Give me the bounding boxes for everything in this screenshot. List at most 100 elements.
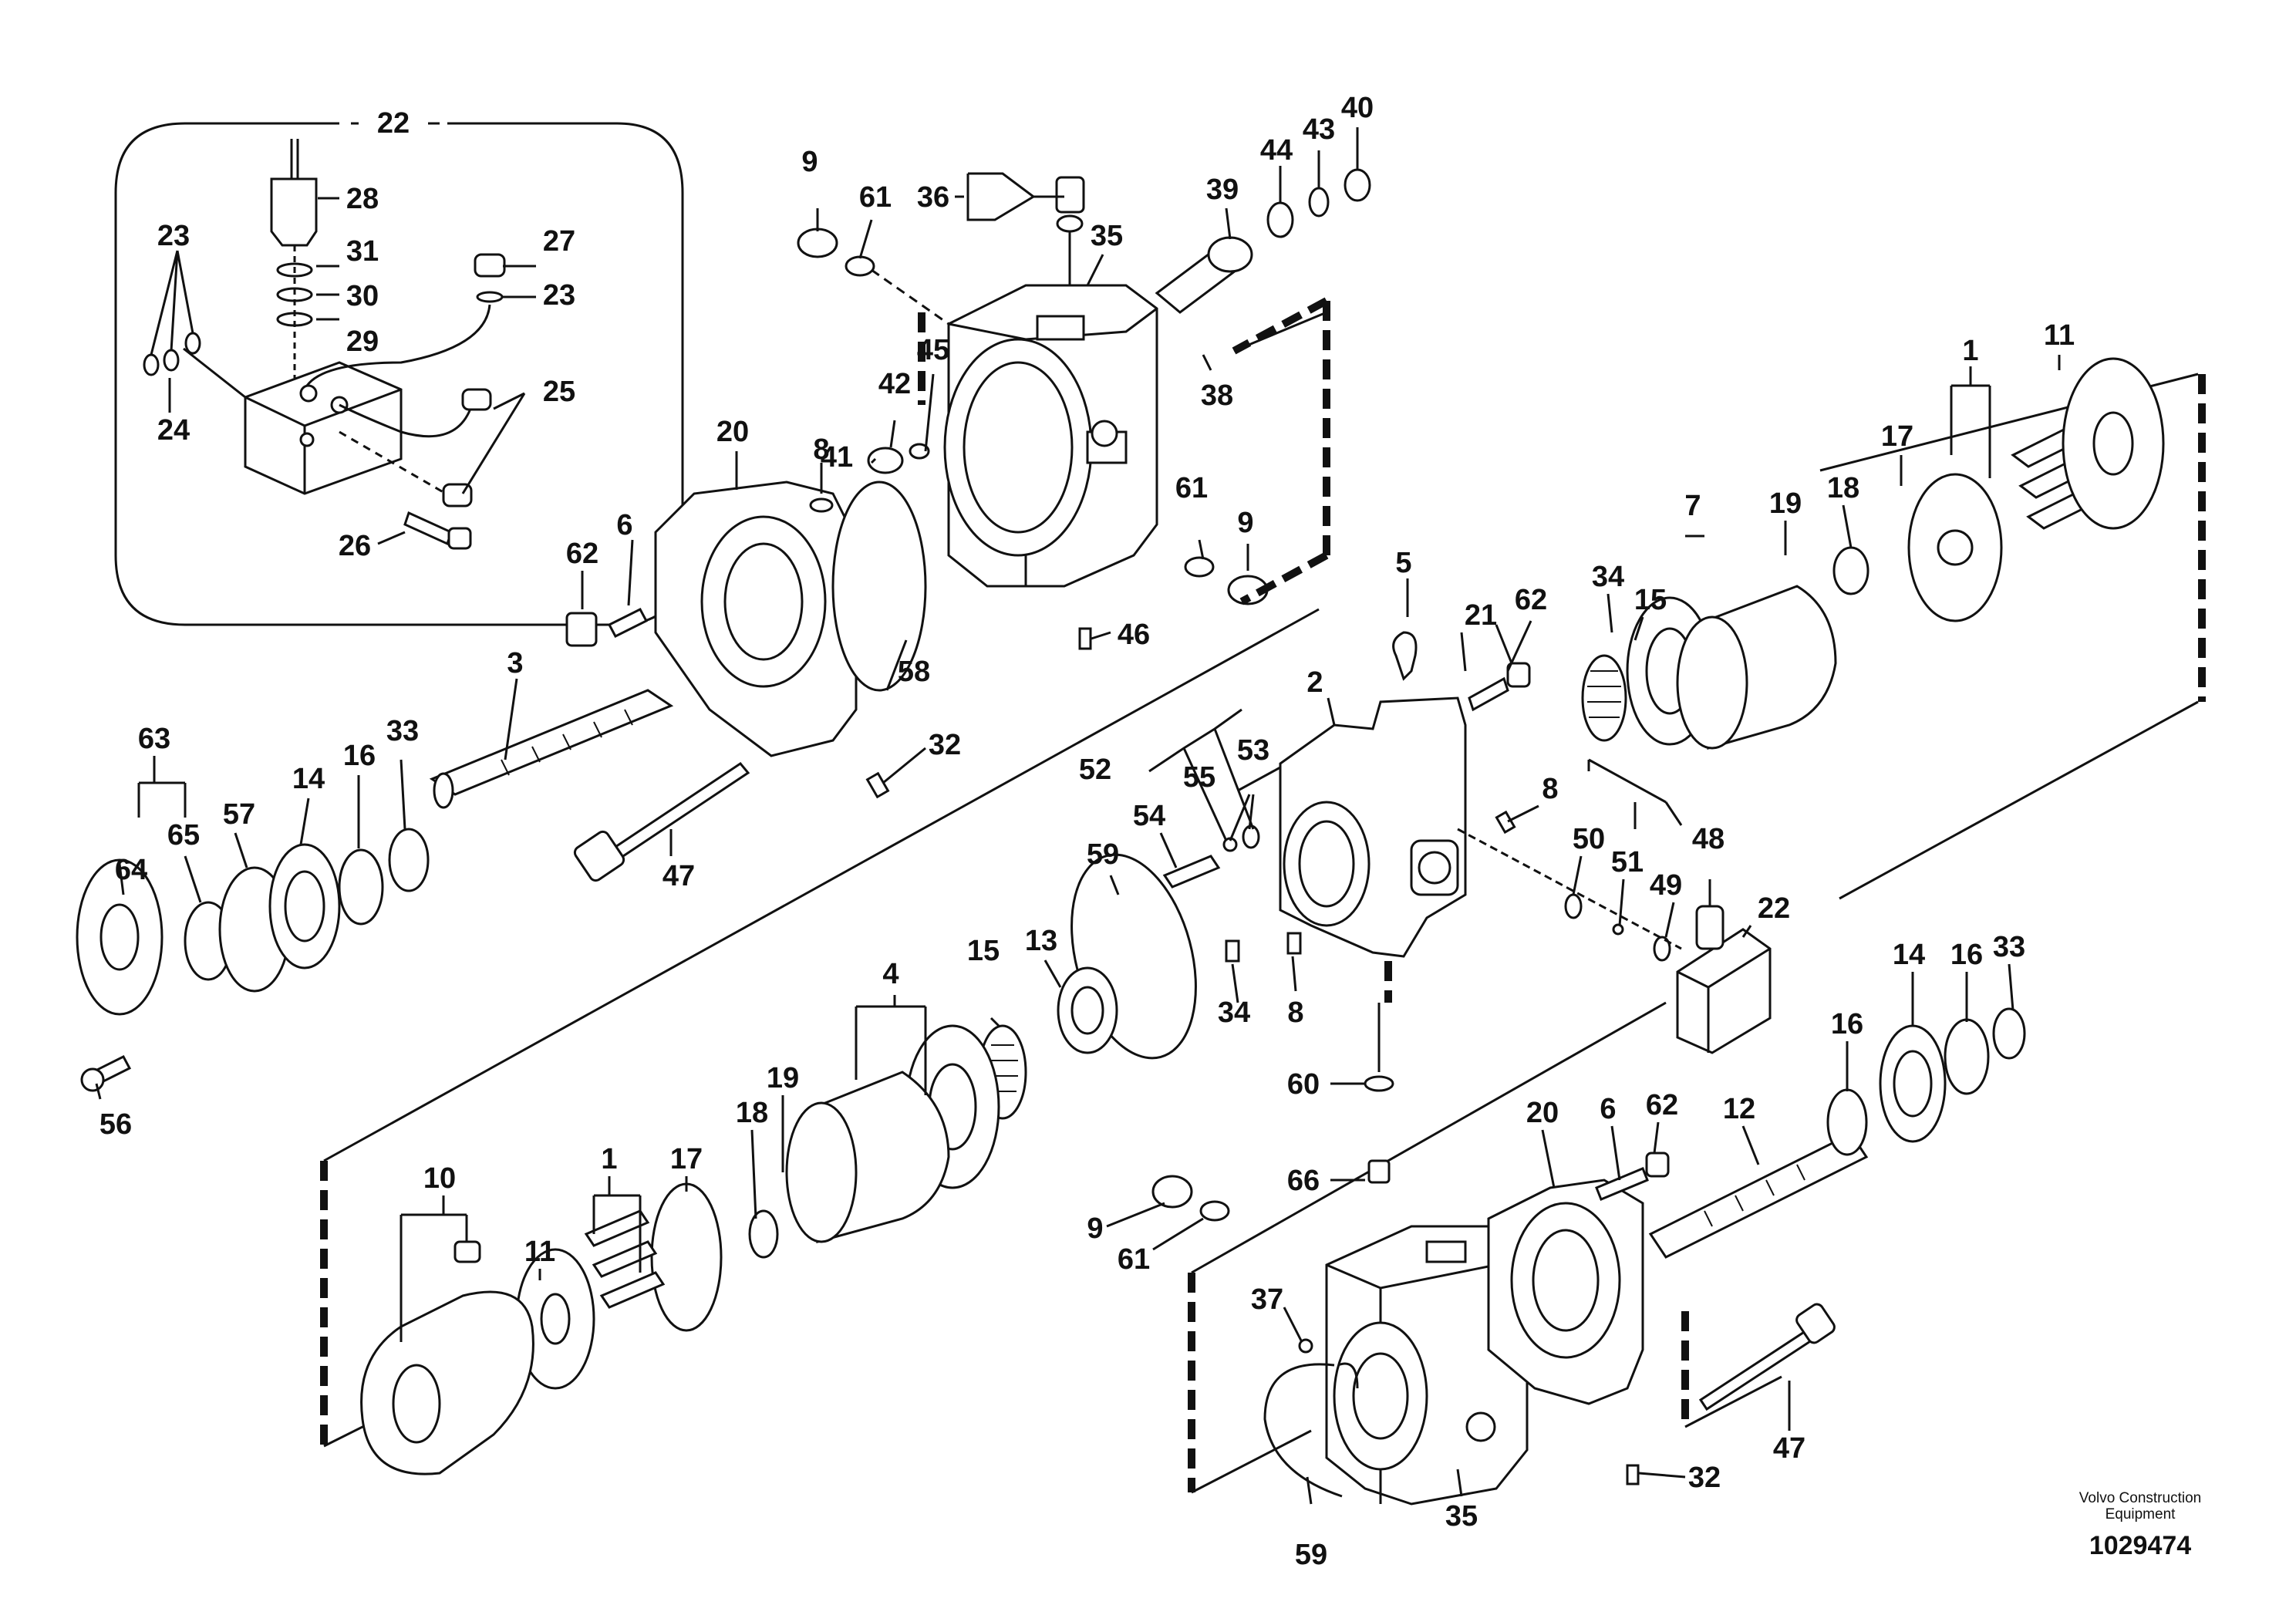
lower-rotating-group: [515, 966, 1118, 1390]
manufacturer-label: Volvo Construction Equipment: [2052, 1490, 2229, 1523]
callout-label: 60: [1287, 1068, 1320, 1101]
callout-label: 65: [167, 819, 200, 851]
callout-label: 34: [1592, 561, 1624, 593]
callout-label: 40: [1341, 92, 1374, 124]
callout-label: 23: [157, 220, 190, 252]
callout-label: 28: [346, 183, 379, 215]
upper-pump-housing-35: [943, 284, 1158, 588]
callout-label: 66: [1287, 1165, 1320, 1197]
callout-label: 12: [1723, 1093, 1755, 1125]
callout-label: 8: [1287, 996, 1303, 1029]
right-rotating-group: [1581, 357, 2165, 750]
callout-label: 64: [115, 854, 147, 886]
drawing-number: 1029474: [2089, 1531, 2192, 1560]
lower-pump-housing-35: [1325, 1225, 1529, 1506]
manufacturer-line-1: Volvo Construction: [2079, 1490, 2202, 1506]
callout-label: 19: [767, 1062, 799, 1094]
callout-label: 56: [99, 1108, 132, 1141]
callout-label: 43: [1303, 113, 1335, 146]
callout-label: 51: [1611, 846, 1644, 878]
callout-label: 6: [1600, 1093, 1616, 1125]
callout-label: 62: [1515, 584, 1547, 616]
upper-cover-20: [654, 481, 858, 757]
callout-label: 53: [1237, 734, 1269, 767]
callout-label: 21: [1465, 599, 1497, 632]
callout-label: 26: [339, 530, 371, 562]
callout-label: 63: [138, 723, 170, 755]
callout-label: 61: [859, 181, 892, 214]
callout-label: 55: [1183, 761, 1215, 794]
callout-label: 33: [1993, 931, 2025, 963]
callout-labels: 22 28 23 31 27 30 23 29 24 25 26 9 61 36…: [99, 92, 2075, 1571]
upper-bolt-47: [573, 762, 750, 882]
callout-label: 48: [1692, 823, 1725, 855]
lower-cover-20: [1487, 1179, 1644, 1405]
callout-label: 27: [543, 225, 575, 258]
callout-label: 20: [716, 416, 749, 448]
callout-label: 30: [346, 280, 379, 312]
callout-label: 9: [1087, 1212, 1103, 1245]
callout-label: 44: [1260, 134, 1293, 167]
callout-label: 5: [1395, 547, 1411, 579]
callout-label: 9: [801, 146, 818, 178]
callout-label: 13: [1025, 925, 1057, 957]
top-fittings-36-9-61: [797, 176, 1269, 650]
callout-label: 7: [1684, 490, 1701, 522]
callout-label: 4: [882, 958, 899, 990]
callout-label: 31: [346, 235, 379, 268]
callout-label: 42: [878, 368, 911, 400]
callout-label: 11: [524, 1236, 555, 1268]
callout-label: 61: [1118, 1243, 1150, 1276]
callout-label: 58: [898, 656, 930, 688]
callout-label: 8: [1542, 773, 1558, 805]
callout-label: 20: [1526, 1097, 1559, 1129]
callout-label: 62: [1646, 1089, 1678, 1121]
lower-bearing-stack: [1826, 1007, 2026, 1156]
manufacturer-line-2: Equipment: [2105, 1506, 2176, 1523]
callout-label: 46: [1118, 619, 1150, 651]
callout-label: 16: [1831, 1008, 1863, 1040]
callout-label: 61: [1175, 472, 1208, 504]
callout-label: 9: [1237, 507, 1253, 539]
center-port-block-2: [1279, 631, 1467, 958]
callout-label: 6: [616, 509, 632, 541]
callout-label: 57: [223, 798, 255, 831]
callout-label: 22: [377, 107, 410, 140]
callout-label: 37: [1251, 1283, 1283, 1316]
callout-label: 49: [1650, 869, 1682, 902]
callout-label: 23: [543, 279, 575, 312]
callout-label: 14: [292, 763, 325, 795]
upper-bearing-stack: [76, 828, 430, 1092]
callout-label: 47: [1773, 1432, 1805, 1465]
callout-label: 3: [507, 647, 523, 679]
callout-label: 1: [601, 1143, 617, 1175]
callout-label: 39: [1206, 174, 1239, 206]
callout-label: 47: [663, 860, 695, 892]
callout-label: 35: [1445, 1500, 1478, 1533]
callout-label: 34: [1218, 996, 1250, 1029]
regulator-detail-inset: [114, 112, 684, 626]
callout-label: 2: [1306, 666, 1323, 699]
callout-label: 45: [917, 334, 949, 366]
callout-label: 54: [1133, 800, 1165, 832]
callout-label: 10: [423, 1162, 456, 1195]
callout-label: 50: [1573, 823, 1605, 855]
right-regulator-22: [1676, 879, 1772, 1054]
callout-label: 59: [1087, 838, 1119, 871]
center-orings-49-50-51: [1457, 828, 1682, 962]
callout-label: 17: [1881, 420, 1913, 453]
callout-label: 32: [1688, 1462, 1721, 1494]
callout-label: 19: [1769, 487, 1802, 520]
center-line-bolts: [1468, 662, 1531, 835]
callout-label: 1: [1962, 335, 1978, 367]
upper-oring-58: [831, 481, 927, 692]
callout-label: 22: [1758, 892, 1790, 925]
callout-label: 36: [917, 181, 949, 214]
leader-lines: [95, 122, 2061, 1505]
callout-label: 35: [1091, 220, 1123, 252]
upper-drive-shaft-3: [429, 689, 674, 809]
callout-label: 25: [543, 376, 575, 408]
callout-label: 18: [736, 1097, 768, 1129]
callout-label: 15: [967, 935, 1000, 967]
